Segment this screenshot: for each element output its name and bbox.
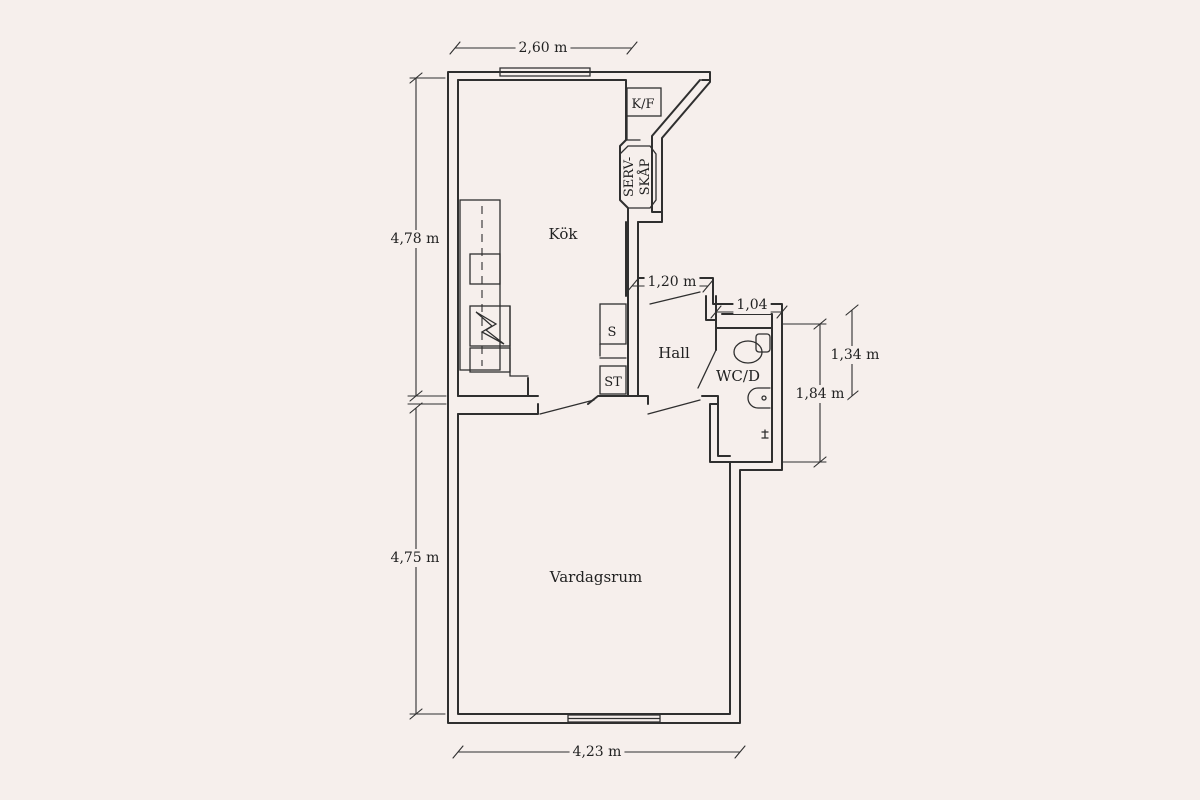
label-backdrop bbox=[827, 346, 883, 364]
hall-bottom-wall bbox=[587, 395, 649, 405]
counter-outline bbox=[459, 199, 501, 371]
counter-edge bbox=[509, 305, 529, 377]
room-label-kok: Kök bbox=[549, 225, 579, 243]
label-backdrop bbox=[644, 273, 700, 291]
door-wc bbox=[697, 349, 717, 389]
doors bbox=[539, 291, 717, 415]
label-backdrop bbox=[515, 39, 571, 57]
outer-wall-outer bbox=[447, 71, 783, 724]
sink-icon bbox=[747, 387, 771, 409]
label-backdrop bbox=[733, 296, 771, 314]
dim-label-hall-width: 1,20 m bbox=[648, 274, 697, 290]
hall-left-wall bbox=[627, 299, 639, 397]
door-hall bbox=[647, 399, 701, 415]
dim-label-living-height: 4,75 m bbox=[391, 550, 440, 566]
fixture-label-skap: SKÅP bbox=[637, 158, 653, 195]
outer-wall-inner bbox=[457, 79, 629, 301]
window-top bbox=[499, 67, 591, 77]
label-backdrop bbox=[569, 743, 625, 761]
windows bbox=[499, 67, 661, 723]
fixture-label-s: S bbox=[608, 325, 617, 340]
dim-label-bottom-width: 4,23 m bbox=[573, 744, 622, 760]
wc-top-wall bbox=[705, 295, 773, 351]
faucet-icon bbox=[761, 429, 769, 439]
window-bottom bbox=[567, 714, 661, 723]
dimension-lines bbox=[407, 41, 859, 759]
dim-label-top-width: 2,60 m bbox=[519, 40, 568, 56]
kitchen-right-wall bbox=[625, 221, 639, 301]
counter-end bbox=[469, 347, 511, 373]
label-backdrop bbox=[387, 549, 443, 567]
serving-cabinet bbox=[619, 145, 657, 209]
room-label-wcd: WC/D bbox=[716, 367, 760, 385]
dim-label-kitchen-height: 4,78 m bbox=[391, 231, 440, 247]
door-kitchen bbox=[539, 399, 595, 415]
fixture-label-serv: SERV- bbox=[622, 157, 637, 197]
fridge-freezer bbox=[626, 87, 662, 141]
room-label-hall: Hall bbox=[658, 344, 690, 362]
diagonal-wall bbox=[651, 79, 711, 213]
label-backdrop bbox=[387, 230, 443, 248]
wc-left-wall bbox=[701, 395, 731, 463]
closet-st bbox=[599, 365, 627, 395]
room-label-vardagsrum: Vardagsrum bbox=[549, 568, 642, 586]
toilet-icon bbox=[733, 333, 771, 364]
storage-closets bbox=[599, 303, 627, 395]
labels: Kök Hall WC/D Vardagsrum K/F SERV- SKÅP … bbox=[387, 39, 883, 761]
fixture-label-st: ST bbox=[604, 375, 622, 390]
closet-s bbox=[599, 303, 627, 345]
sink bbox=[469, 253, 501, 285]
door-entrance bbox=[649, 291, 701, 305]
label-backdrop bbox=[792, 385, 848, 403]
kitchen-bottom-wall bbox=[457, 377, 539, 415]
fixture-label-kf: K/F bbox=[631, 97, 654, 112]
dim-label-wc-depth-upper: 1,34 m bbox=[831, 347, 880, 363]
walls bbox=[447, 71, 783, 724]
dim-label-wc-depth-lower: 1,84 m bbox=[796, 386, 845, 402]
kitchen-counter bbox=[459, 199, 529, 377]
dim-label-wc-width: 1,04 bbox=[736, 297, 767, 313]
lightning-icon bbox=[475, 311, 505, 345]
